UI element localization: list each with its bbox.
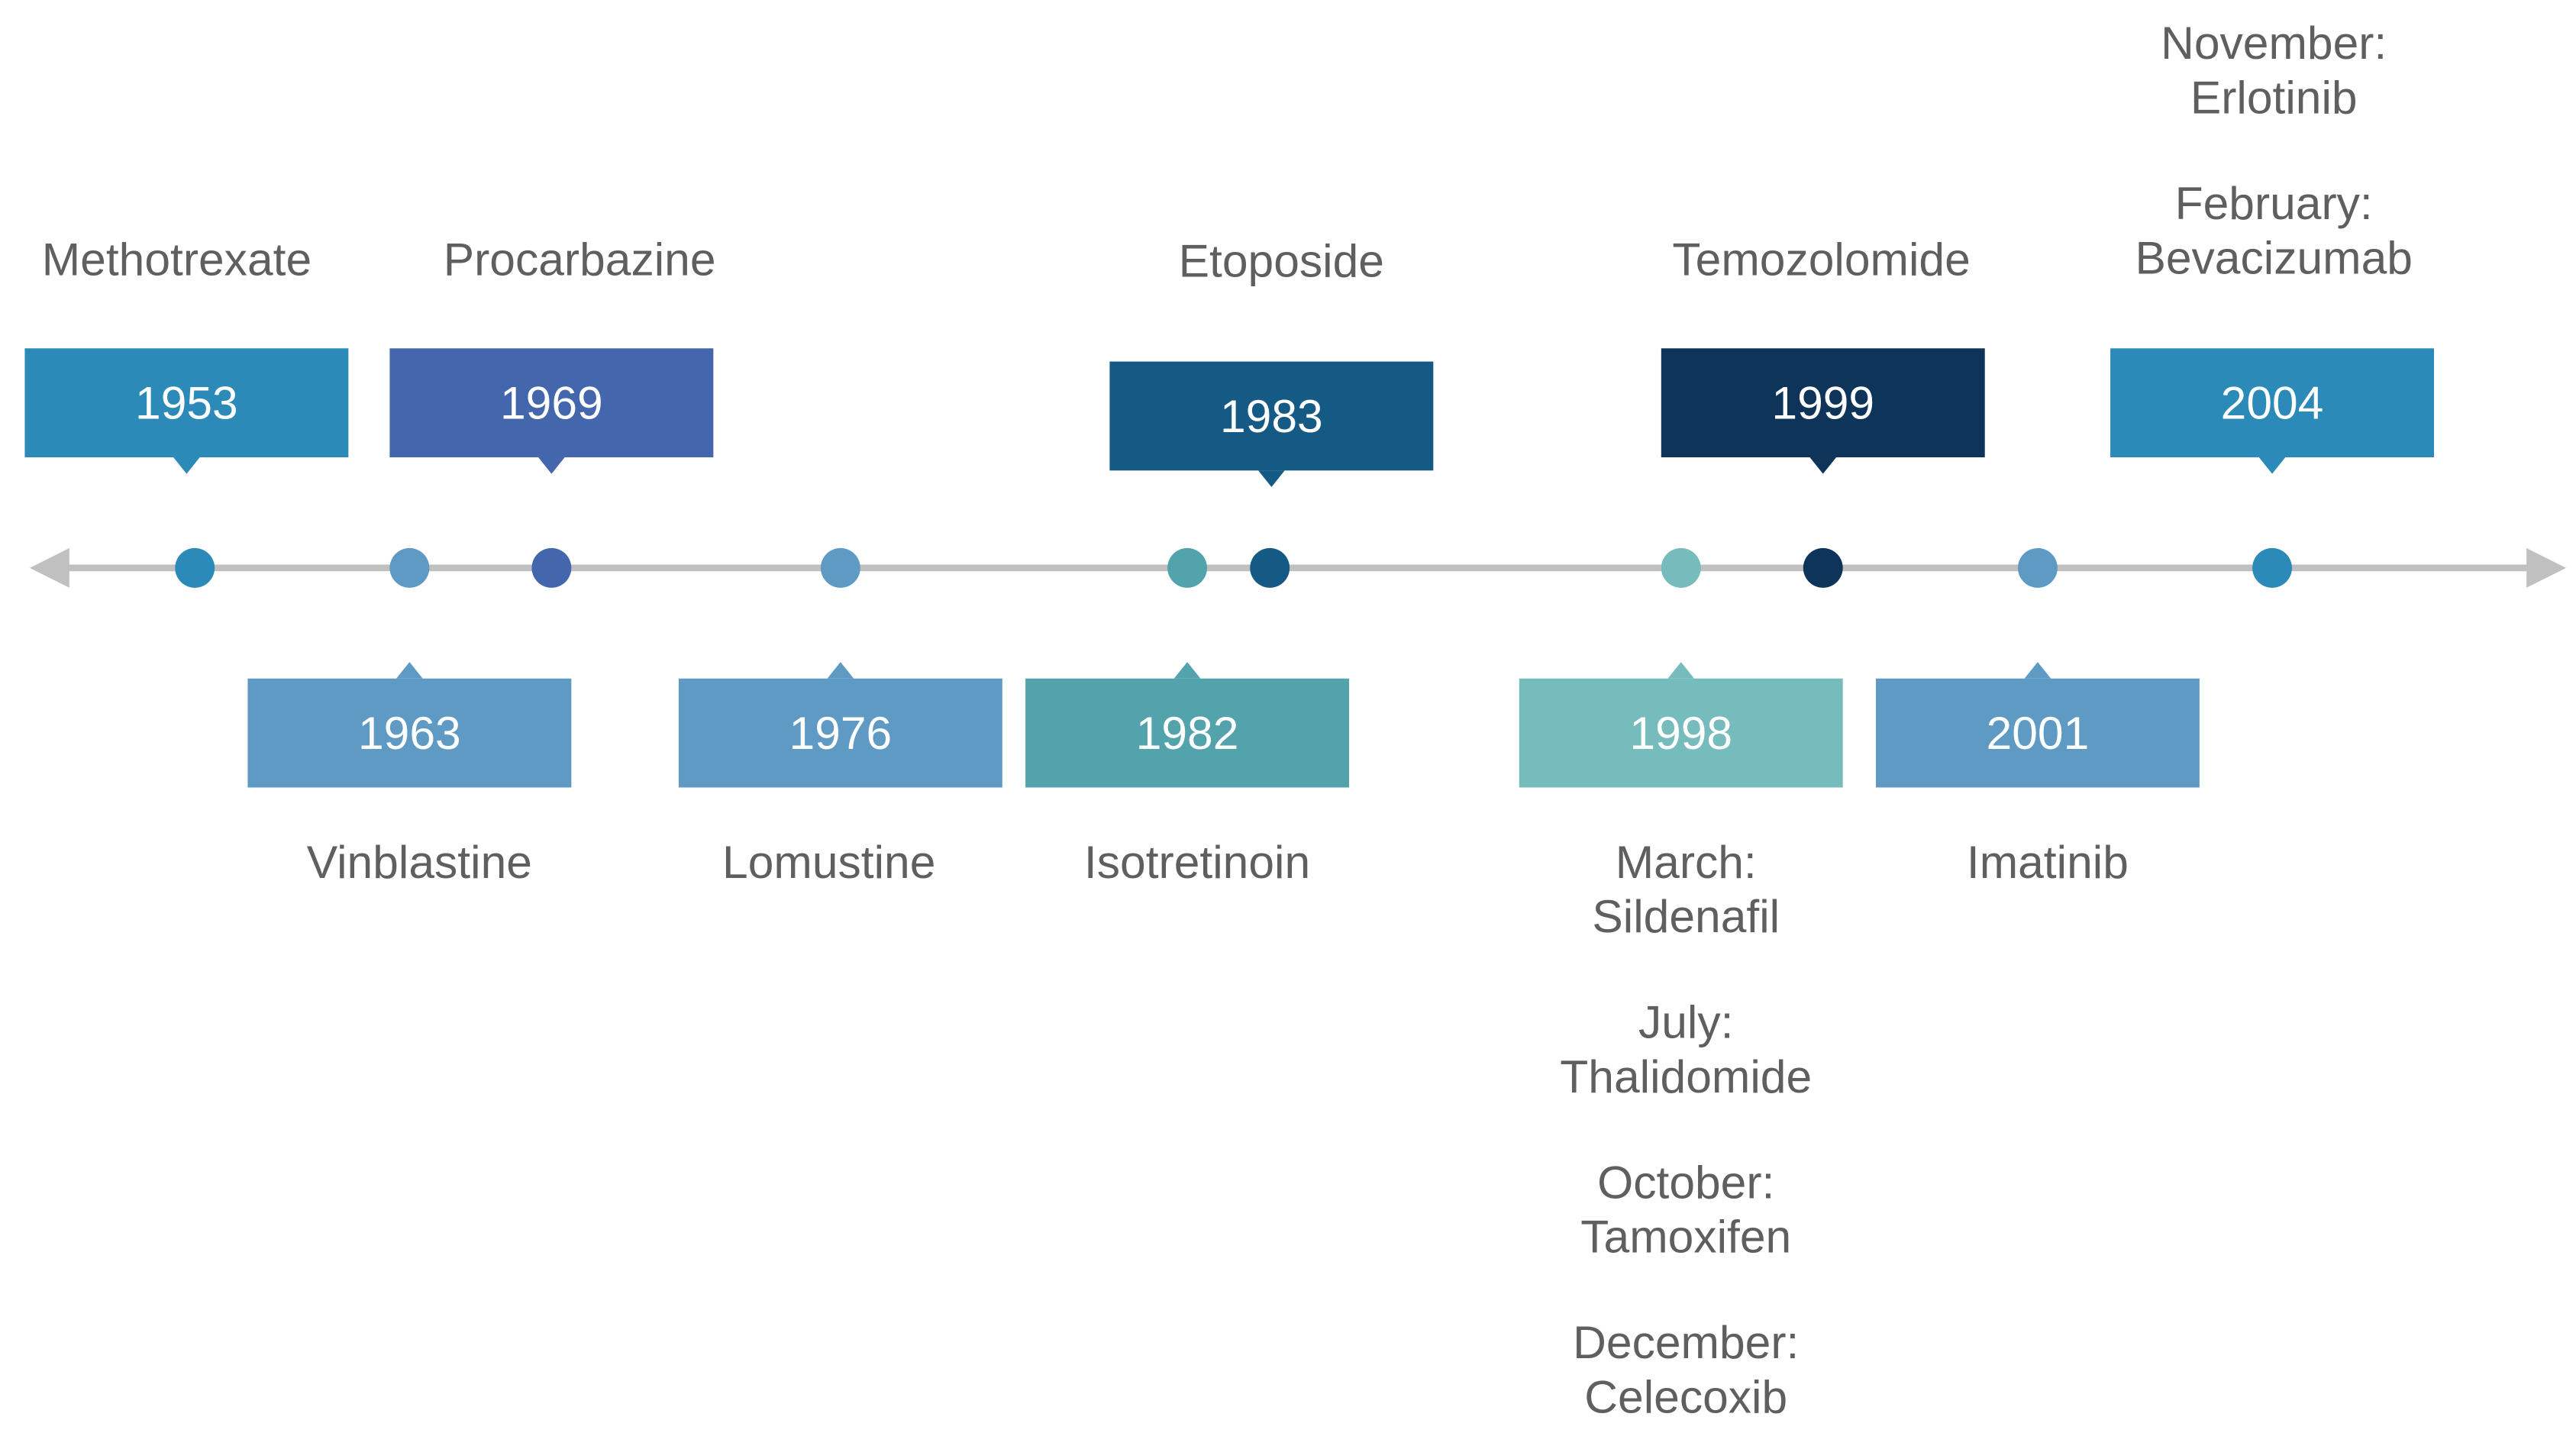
timeline-event-1953: 1953 Methotrexate	[24, 234, 349, 588]
drug-label: Methotrexate	[42, 234, 312, 286]
year-box-pointer	[1667, 662, 1695, 679]
year-label: 2004	[2221, 377, 2324, 429]
drug-label: Etoposide	[1179, 235, 1384, 287]
drug-label: Temozolomide	[1672, 234, 1970, 286]
drug-label: Sildenafil	[1592, 890, 1780, 942]
timeline-dot	[1661, 547, 1701, 588]
timeline-dot	[2017, 547, 2058, 588]
timeline-dot	[1803, 547, 1843, 588]
right-arrow-icon	[2526, 547, 2567, 588]
drug-label: Celecoxib	[1584, 1370, 1787, 1422]
year-box	[1519, 678, 1843, 788]
year-box	[24, 348, 349, 457]
year-box	[1025, 678, 1350, 788]
timeline-event-2004: 2004 November:ErlotinibFebruary:Bevacizum…	[2110, 17, 2434, 588]
drug-label: Isotretinoin	[1084, 836, 1310, 888]
timeline-event-1969: 1969 Procarbazine	[389, 234, 716, 588]
year-box	[247, 678, 572, 788]
drug-label: October:	[1597, 1156, 1774, 1208]
year-box	[389, 348, 714, 457]
timeline-dot	[2252, 547, 2292, 588]
drug-label: March:	[1616, 836, 1757, 888]
drug-label: Lomustine	[722, 836, 935, 888]
year-label: 1983	[1220, 390, 1323, 442]
year-label: 2001	[1987, 707, 2090, 759]
year-box-pointer	[1258, 470, 1285, 487]
timeline-dot	[1167, 547, 1208, 588]
year-box-pointer	[173, 457, 200, 474]
drug-label: Imatinib	[1967, 836, 2129, 888]
year-box-pointer	[1809, 457, 1837, 474]
left-arrow-icon	[29, 547, 69, 588]
timeline-event-1999: 1999 Temozolomide	[1661, 234, 1985, 588]
drug-label: November:	[2161, 17, 2387, 69]
year-label: 1976	[789, 707, 893, 759]
year-label: 1963	[358, 707, 461, 759]
drug-label: Tamoxifen	[1580, 1211, 1791, 1263]
year-box-pointer	[538, 457, 565, 474]
year-box-pointer	[1173, 662, 1201, 679]
year-box-pointer	[2024, 662, 2051, 679]
drug-label: December:	[1573, 1316, 1799, 1368]
year-box-pointer	[827, 662, 854, 679]
timeline-dot	[389, 547, 430, 588]
timeline-dot	[820, 547, 860, 588]
drug-label: Vinblastine	[307, 836, 532, 888]
drug-label: Thalidomide	[1560, 1051, 1812, 1102]
year-box	[2110, 348, 2434, 457]
drug-label: Bevacizumab	[2135, 231, 2413, 283]
year-box-pointer	[2258, 457, 2286, 474]
timeline-dot	[175, 547, 215, 588]
year-label: 1953	[135, 377, 238, 429]
timeline-dot	[531, 547, 572, 588]
timeline-dot	[1250, 547, 1290, 588]
year-label: 1999	[1771, 377, 1874, 429]
drug-label: Erlotinib	[2190, 72, 2358, 124]
year-box	[1109, 361, 1434, 471]
year-box	[678, 678, 1002, 788]
timeline-axis	[29, 547, 2567, 588]
drug-label: February:	[2175, 177, 2373, 229]
timeline-event-1998: 1998March:SildenafilJuly:ThalidomideOcto…	[1519, 547, 1843, 1422]
year-label: 1969	[500, 377, 603, 429]
drug-label: July:	[1638, 996, 1734, 1048]
year-box-pointer	[396, 662, 423, 679]
year-label: 1998	[1629, 707, 1732, 759]
year-box	[1661, 348, 1985, 457]
year-label: 1982	[1136, 707, 1239, 759]
drug-label: Procarbazine	[444, 234, 716, 286]
year-box	[1875, 678, 2200, 788]
timeline-event-1983: 1983 Etoposide	[1109, 235, 1434, 588]
